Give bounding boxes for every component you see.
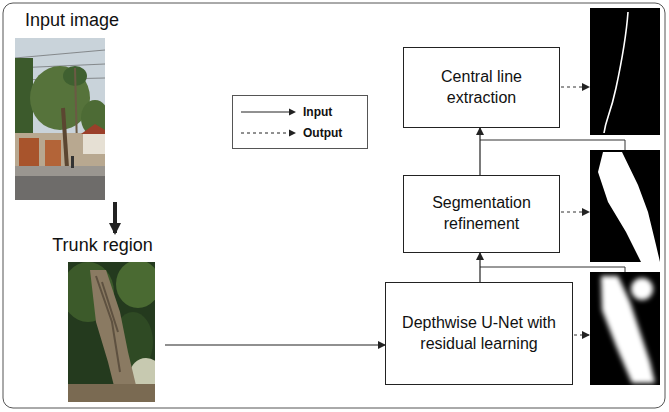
flow-arrow bbox=[479, 128, 480, 175]
photo bbox=[68, 262, 155, 402]
box-label: Depthwise U-Net with residual learning bbox=[387, 313, 571, 355]
process-box: Central line extraction bbox=[403, 47, 560, 128]
photo bbox=[15, 38, 105, 200]
image-panel: Input image bbox=[15, 8, 139, 202]
mask-feed-line bbox=[480, 140, 625, 150]
box-label: Central line extraction bbox=[405, 67, 558, 109]
legend-label: Input bbox=[303, 105, 332, 119]
output-arrow bbox=[561, 87, 589, 88]
flow-arrow bbox=[113, 202, 117, 233]
output-arrow bbox=[574, 335, 589, 336]
box-label: Segmentation refinement bbox=[405, 193, 558, 235]
legend: InputOutput bbox=[232, 95, 368, 149]
legend-row: Output bbox=[239, 122, 361, 143]
line-sample bbox=[239, 107, 297, 117]
mask-refined bbox=[590, 150, 660, 262]
process-box: Segmentation refinement bbox=[403, 175, 560, 253]
flow-arrow bbox=[479, 253, 480, 282]
image-heading: Input image bbox=[15, 8, 139, 32]
output-arrow bbox=[561, 212, 589, 213]
image-heading: Trunk region bbox=[40, 233, 165, 257]
legend-row: Input bbox=[239, 101, 361, 122]
outer-frame bbox=[3, 3, 665, 408]
legend-label: Output bbox=[303, 126, 342, 140]
mask-unet bbox=[590, 272, 660, 385]
process-box: Depthwise U-Net with residual learning bbox=[385, 282, 573, 385]
line-sample bbox=[239, 128, 297, 138]
mask-centerline bbox=[590, 8, 660, 135]
image-panel: Trunk region bbox=[40, 233, 165, 405]
flow-arrow bbox=[165, 344, 385, 345]
mask-feed-line bbox=[480, 267, 625, 272]
